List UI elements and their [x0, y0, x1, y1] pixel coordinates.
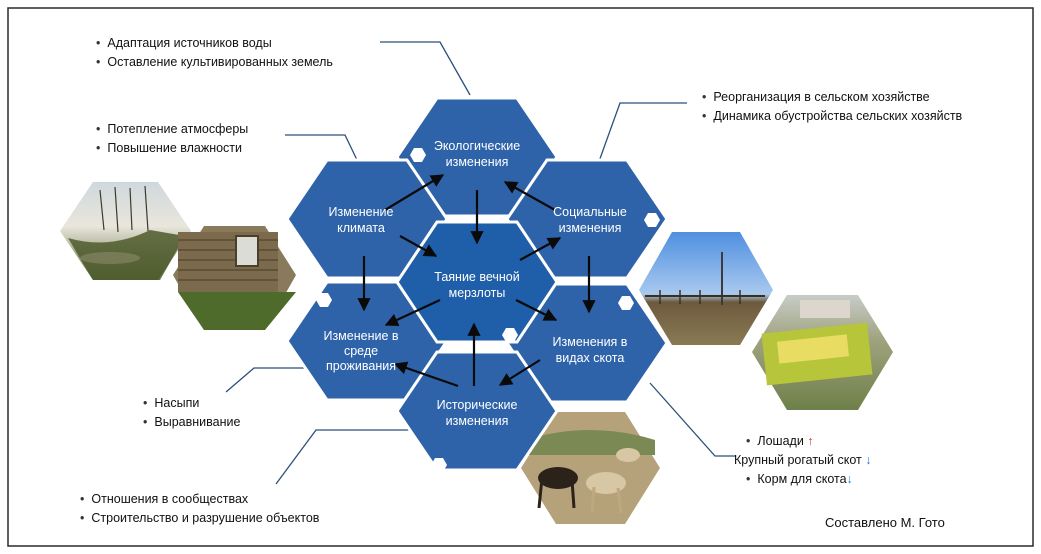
note-climate-item: Потепление атмосферы: [107, 122, 249, 136]
photo-log-house: [173, 226, 296, 330]
arrow-social-to-ecology: [503, 181, 556, 211]
hex-habitat-line1: Изменение в: [323, 329, 398, 343]
note-livestock: •Лошади ↑ Крупный рогатый скот ↓ •Корм д…: [734, 434, 872, 486]
livestock-item-label: Крупный рогатый скот: [734, 453, 862, 467]
trend-down-arrow-icon: ↓: [846, 472, 853, 486]
arrow-livestock-to-history: [498, 359, 541, 386]
center-line2: мерзлоты: [449, 286, 506, 300]
arrow-center-to-social: [519, 237, 562, 261]
photo-pasture: [639, 232, 773, 345]
note-climate-item: Повышение влажности: [107, 141, 243, 155]
note-ecology-item: Оставление культивированных земель: [107, 55, 333, 69]
arrow-center-to-habitat: [384, 299, 441, 326]
leader-history: [275, 429, 440, 485]
note-habitat: •Насыпи •Выравнивание: [143, 396, 241, 429]
arrow-climate-to-center: [399, 235, 438, 257]
hex-livestock-line1: Изменения в: [553, 335, 628, 349]
hex-history: [395, 350, 559, 472]
note-history-item: Отношения в сообществах: [91, 492, 249, 506]
arrow-climate-to-ecology: [384, 174, 445, 211]
note-ecology: •Адаптация источников воды •Оставление к…: [96, 36, 333, 69]
photo-horses: [521, 412, 660, 524]
note-history-item: Строительство и разрушение объектов: [91, 511, 320, 525]
leader-climate: [285, 134, 359, 163]
hex-dots: [316, 148, 660, 472]
note-social-item: Динамика обустройства сельских хозяйств: [713, 109, 963, 123]
hex-social-line1: Социальные: [553, 205, 627, 219]
hex-ecology-line1: Экологические: [434, 139, 520, 153]
photo-peat-bog: [60, 182, 191, 280]
livestock-item-label: Лошади: [757, 434, 804, 448]
leader-ecology: [380, 41, 471, 96]
hex-history-line1: Исторические: [437, 398, 518, 412]
note-habitat-item: Насыпи: [154, 396, 200, 410]
note-social-item: Реорганизация в сельском хозяйстве: [713, 90, 930, 104]
trend-down-arrow-icon: ↓: [865, 453, 872, 467]
hex-history-line2: изменения: [446, 414, 509, 428]
note-ecology-item: Адаптация источников воды: [107, 36, 272, 50]
photo-market-stall: [752, 295, 893, 410]
arrow-history-to-habitat: [393, 361, 459, 388]
hex-climate-line2: климата: [337, 221, 385, 235]
hex-habitat-line2: среде: [344, 344, 378, 358]
note-history: •Отношения в сообществах •Строительство …: [80, 492, 320, 525]
leader-livestock: [649, 382, 736, 457]
author-credit: Составлено М. Гото: [825, 515, 945, 530]
note-habitat-item: Выравнивание: [154, 415, 241, 429]
hex-livestock-line2: видах скота: [556, 351, 625, 365]
arrow-center-to-livestock: [515, 299, 558, 321]
center-line1: Таяние вечной: [434, 270, 520, 284]
frame-border: [7, 7, 1034, 547]
note-social: •Реорганизация в сельском хозяйстве •Дин…: [702, 90, 963, 123]
trend-up-arrow-icon: ↑: [807, 434, 814, 448]
note-climate: •Потепление атмосферы •Повышение влажнос…: [96, 122, 249, 155]
leader-habitat: [225, 367, 318, 393]
flow-arrows: [357, 174, 596, 388]
livestock-item-label: Корм для скота: [757, 472, 847, 486]
hex-climate-line1: Изменение: [329, 205, 394, 219]
hex-ecology-line2: изменения: [446, 155, 509, 169]
hex-social-line2: изменения: [559, 221, 622, 235]
hex-habitat-line3: проживания: [326, 359, 396, 373]
